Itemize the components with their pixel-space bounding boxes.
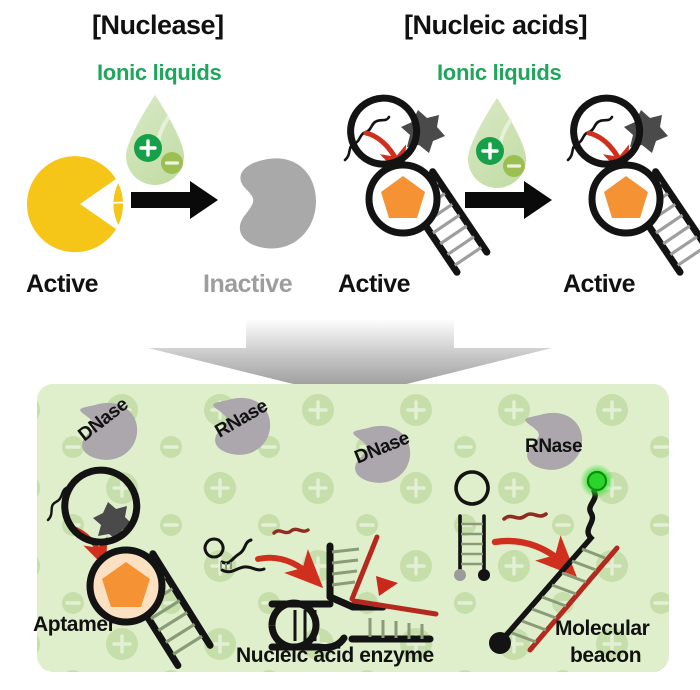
state-label-active-1: Active [26, 270, 99, 298]
state-label-active-2: Active [338, 270, 411, 298]
nucleic-acid-enzyme-structure [203, 527, 439, 652]
state-label-active-3: Active [563, 270, 636, 298]
ionic-liquid-droplet-icon-2 [468, 98, 526, 188]
rnase-blob-2 [525, 412, 583, 470]
free-rna-squiggle-icon [272, 527, 310, 535]
label-molecular: Molecular [555, 617, 650, 640]
substrate-strand-icon [203, 537, 266, 574]
aptamer-structure-right [566, 94, 700, 276]
state-label-inactive: Inactive [203, 270, 293, 298]
ionic-liquid-droplet-icon [126, 95, 184, 185]
fluorophore-green-dot-icon [586, 470, 608, 492]
dnase-blob-2 [353, 425, 411, 483]
cleavage-red-arrow-icon [255, 549, 324, 589]
quencher-gray-dot-icon [454, 569, 466, 581]
label-aptamer: Aptamer [33, 613, 116, 636]
dnase-blob-1 [80, 402, 138, 460]
pacman-nuclease-icon [27, 156, 126, 253]
ionic-liquids-label-right: Ionic liquids [437, 60, 562, 85]
label-beacon: beacon [570, 644, 642, 667]
target-rna-squiggle-icon [502, 512, 548, 521]
label-nucleic-acid-enzyme: Nucleic acid enzyme [236, 644, 434, 667]
closed-beacon-hairpin [454, 470, 490, 581]
quencher-black-dot-icon [478, 569, 490, 581]
molecular-beacon-structure [489, 464, 620, 654]
header-nuclease: [Nuclease] [92, 10, 224, 40]
ion-watermark-pattern [37, 384, 669, 672]
target-star-icon-3 [93, 502, 133, 541]
inactive-nuclease-icon [239, 158, 316, 249]
aptamer-target-pentagon-icon-3 [102, 562, 150, 607]
aptamer-target-pentagon-icon-2 [604, 176, 648, 218]
ionic-liquids-label-left: Ionic liquids [97, 60, 222, 85]
bottom-aptamer-structure [46, 466, 214, 669]
rnase-blob-1 [213, 397, 271, 455]
aptamer-structure-left [343, 94, 491, 276]
gray-down-arrow-icon [148, 320, 552, 398]
quencher-black-dot-icon-2 [489, 632, 511, 654]
cleavage-site-arrowhead-icon [376, 576, 398, 596]
beacon-opening-red-arrow-icon [491, 535, 577, 577]
black-right-arrow-icon-2 [465, 181, 552, 219]
header-nucleic-acids: [Nucleic acids] [404, 10, 588, 40]
enzyme-label-rnase-2: RNase [525, 436, 583, 457]
aptamer-target-pentagon-icon [381, 176, 425, 218]
top-section-graphics [27, 94, 700, 398]
black-right-arrow-icon [131, 181, 218, 219]
